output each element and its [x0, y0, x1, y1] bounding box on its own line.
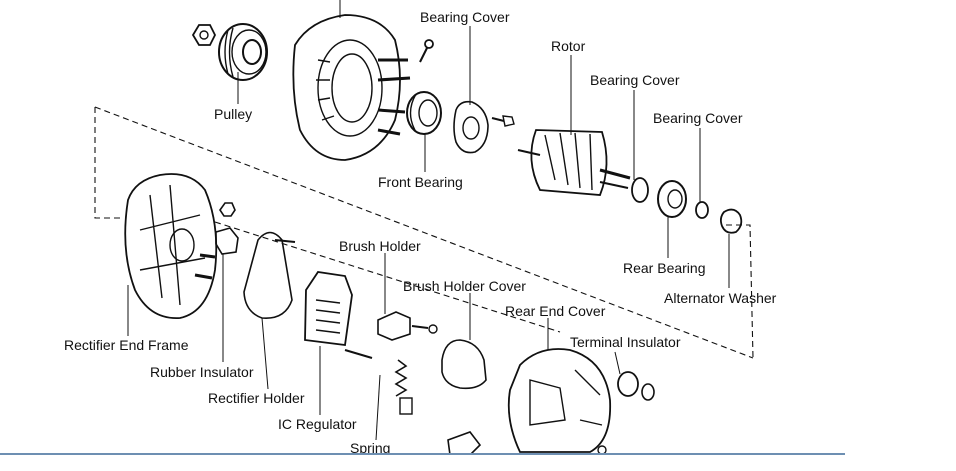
brush-holder-part	[377, 311, 438, 341]
label-rotor: Rotor	[551, 38, 586, 54]
label-rear-bearing: Rear Bearing	[623, 260, 706, 276]
alternator-washer-part	[719, 208, 743, 234]
front-bearing-part	[406, 91, 442, 135]
screw-part-1	[419, 39, 434, 63]
nut-part-2	[219, 202, 236, 217]
label-spring: Spring	[350, 440, 391, 456]
assembly-dashed-outline	[94, 106, 754, 359]
rotor-part	[517, 129, 631, 196]
bearing-cover-plate-part	[453, 100, 489, 154]
label-rectifier-holder: Rectifier Holder	[208, 390, 305, 406]
terminal-insulator-part	[617, 371, 655, 401]
drive-end-frame-part	[292, 0, 411, 161]
ic-regulator-part	[304, 271, 373, 359]
label-brush-holder: Brush Holder	[339, 238, 421, 254]
label-bearing-cover-3: Bearing Cover	[653, 110, 743, 126]
label-bearing-cover-2: Bearing Cover	[590, 72, 680, 88]
nut-part	[191, 24, 217, 46]
bearing-cover-ring-2	[631, 177, 649, 203]
label-terminal-insulator: Terminal Insulator	[570, 334, 681, 350]
label-pulley: Pulley	[214, 106, 253, 122]
rear-bearing-part	[657, 180, 687, 218]
rubber-insulator-part	[215, 227, 239, 255]
leader-lines	[127, 26, 730, 441]
label-rectifier-end-frame: Rectifier End Frame	[64, 337, 189, 353]
pulley-part	[218, 23, 268, 81]
label-ic-regulator: IC Regulator	[278, 416, 357, 432]
label-bearing-cover-1: Bearing Cover	[420, 9, 510, 25]
bearing-cover-ring-3	[695, 201, 709, 219]
label-rubber-insulator: Rubber Insulator	[150, 364, 254, 380]
brush-holder-cover-part	[441, 339, 487, 390]
label-alternator-washer: Alternator Washer	[664, 290, 777, 306]
screw-part-2	[491, 115, 515, 127]
bottom-accent-bar	[0, 453, 845, 455]
rear-end-cover-part	[507, 348, 612, 453]
label-rear-end-cover: Rear End Cover	[505, 303, 606, 319]
rectifier-holder-part	[243, 231, 296, 319]
label-brush-holder-cover: Brush Holder Cover	[403, 278, 526, 294]
bottom-blank-strip	[0, 455, 845, 471]
label-front-bearing: Front Bearing	[378, 174, 463, 190]
spring-part	[394, 359, 413, 415]
rectifier-end-frame-part	[124, 173, 218, 319]
